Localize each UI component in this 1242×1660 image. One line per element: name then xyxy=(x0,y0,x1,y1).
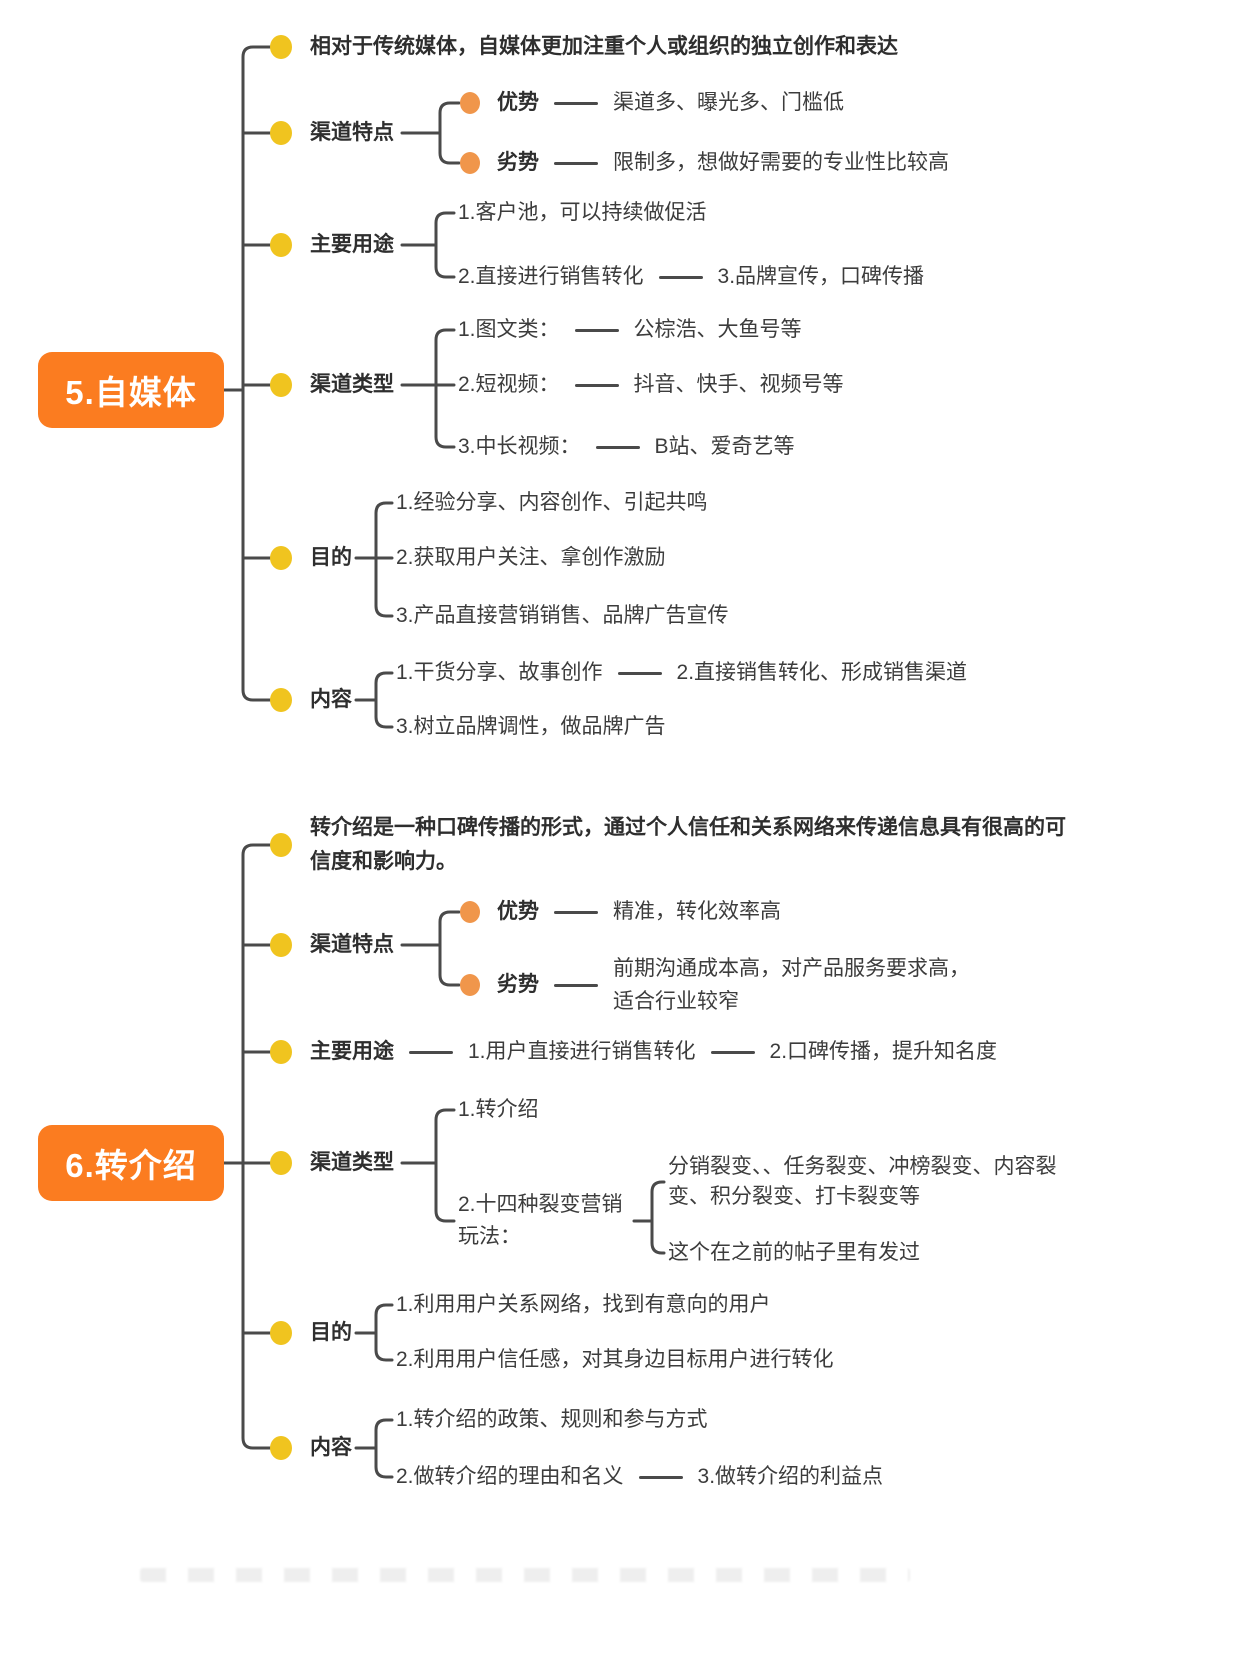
node-dot[interactable] xyxy=(460,974,480,996)
topic-main-use-1[interactable]: 1.客户池，可以持续做促活 xyxy=(458,201,707,224)
content-2: 2.做转介绍的理由和名义 xyxy=(396,1465,624,1488)
watermark xyxy=(140,1568,910,1582)
type3-value: B站、爱奇艺等 xyxy=(654,435,795,458)
type2-label: 2.短视频： xyxy=(458,373,560,396)
type1-label: 1.图文类： xyxy=(458,318,560,341)
topic-referral-type-1[interactable]: 1.转介绍 xyxy=(458,1098,539,1121)
topic-main-use-2[interactable]: 2.直接进行销售转化 3.品牌宣传，口碑传播 xyxy=(458,262,924,292)
node-dot[interactable] xyxy=(270,1151,292,1175)
node-dot[interactable] xyxy=(270,1321,292,1345)
branch-label-main-uses[interactable]: 主要用途 xyxy=(310,233,394,256)
dash-connector xyxy=(710,1050,755,1054)
type2-value: 抖音、快手、视频号等 xyxy=(633,373,844,396)
advantage-label: 优势 xyxy=(497,900,539,923)
main-use-2: 2.直接进行销售转化 xyxy=(458,265,644,288)
node-dot[interactable] xyxy=(270,373,292,397)
topic-content2-2[interactable]: 2.做转介绍的理由和名义 3.做转介绍的利益点 xyxy=(396,1462,883,1492)
topic-content-1[interactable]: 1.干货分享、故事创作 2.直接销售转化、形成销售渠道 xyxy=(396,658,967,688)
topic-channel-type-1[interactable]: 1.图文类： 公棕浩、大鱼号等 xyxy=(458,315,802,345)
topic-disadvantage-2[interactable]: 劣势 前期沟通成本高，对产品服务要求高，适合行业较窄 xyxy=(497,952,981,1018)
advantage-value: 渠道多、曝光多、门槛低 xyxy=(613,91,844,114)
topic-advantage-2[interactable]: 优势 精准，转化效率高 xyxy=(497,897,781,927)
dash-connector xyxy=(638,1475,683,1479)
topic-advantage[interactable]: 优势 渠道多、曝光多、门槛低 xyxy=(497,88,844,118)
topic-fission-list[interactable]: 分销裂变、、任务裂变、冲榜裂变、内容裂变、积分裂变、打卡裂变等 xyxy=(668,1155,1057,1208)
advantage-label: 优势 xyxy=(497,91,539,114)
type1-value: 公棕浩、大鱼号等 xyxy=(633,318,802,341)
dash-connector xyxy=(617,671,662,675)
dash-connector xyxy=(554,101,598,105)
branch-label-main-uses-2: 主要用途 xyxy=(310,1040,394,1063)
topic-content-3[interactable]: 3.树立品牌调性，做品牌广告 xyxy=(396,715,666,738)
advantage-value: 精准，转化效率高 xyxy=(613,900,781,923)
dash-connector xyxy=(554,161,598,165)
root-node-self-media[interactable]: 5.自媒体 xyxy=(38,352,224,428)
branch-label-content[interactable]: 内容 xyxy=(310,688,352,711)
node-dot[interactable] xyxy=(460,92,480,114)
topic-purpose2-2[interactable]: 2.利用用户信任感，对其身边目标用户进行转化 xyxy=(396,1348,834,1371)
topic-fission-marketing[interactable]: 2.十四种裂变营销玩法： xyxy=(458,1193,623,1248)
topic-referral-description[interactable]: 转介绍是一种口碑传播的形式，通过个人信任和关系网络来传递信息具有很高的可信度和影… xyxy=(310,816,1066,873)
content-3: 3.做转介绍的利益点 xyxy=(697,1465,884,1488)
node-dot[interactable] xyxy=(270,688,292,712)
main-use-1: 1.用户直接进行销售转化 xyxy=(468,1040,696,1063)
node-dot[interactable] xyxy=(270,546,292,570)
node-dot[interactable] xyxy=(270,833,292,857)
disadvantage-value: 前期沟通成本高，对产品服务要求高，适合行业较窄 xyxy=(613,957,970,1013)
topic-main-uses-2[interactable]: 主要用途 1.用户直接进行销售转化 2.口碑传播，提升知名度 xyxy=(310,1037,997,1067)
branch-label-channel-types[interactable]: 渠道类型 xyxy=(310,373,394,396)
dash-connector xyxy=(554,910,598,914)
topic-disadvantage[interactable]: 劣势 限制多，想做好需要的专业性比较高 xyxy=(497,148,949,178)
disadvantage-label: 劣势 xyxy=(497,973,539,996)
main-use-2: 2.口碑传播，提升知名度 xyxy=(769,1040,998,1063)
dash-connector xyxy=(574,328,619,332)
dash-connector xyxy=(595,445,640,449)
topic-purpose-2[interactable]: 2.获取用户关注、拿创作激励 xyxy=(396,546,666,569)
branch-label-channel-features-2[interactable]: 渠道特点 xyxy=(310,933,394,956)
dash-connector xyxy=(574,383,619,387)
branch-label-content-2[interactable]: 内容 xyxy=(310,1436,352,1459)
content-1: 1.干货分享、故事创作 xyxy=(396,661,603,684)
topic-channel-type-3[interactable]: 3.中长视频： B站、爱奇艺等 xyxy=(458,432,795,462)
branch-label-channel-features[interactable]: 渠道特点 xyxy=(310,121,394,144)
node-dot[interactable] xyxy=(270,121,292,145)
branch-label-purpose-2[interactable]: 目的 xyxy=(310,1321,352,1344)
node-dot[interactable] xyxy=(460,152,480,174)
node-dot[interactable] xyxy=(270,933,292,957)
topic-purpose-3[interactable]: 3.产品直接营销销售、品牌广告宣传 xyxy=(396,604,729,627)
node-dot[interactable] xyxy=(270,233,292,257)
topic-purpose2-1[interactable]: 1.利用用户关系网络，找到有意向的用户 xyxy=(396,1293,771,1316)
node-dot[interactable] xyxy=(270,35,292,59)
dash-connector xyxy=(658,275,703,279)
branch-label-channel-types-2[interactable]: 渠道类型 xyxy=(310,1151,394,1174)
node-dot[interactable] xyxy=(270,1436,292,1460)
topic-purpose-1[interactable]: 1.经验分享、内容创作、引起共鸣 xyxy=(396,491,708,514)
topic-content2-1[interactable]: 1.转介绍的政策、规则和参与方式 xyxy=(396,1408,708,1431)
node-dot[interactable] xyxy=(270,1040,292,1064)
topic-channel-type-2[interactable]: 2.短视频： 抖音、快手、视频号等 xyxy=(458,370,844,400)
topic-self-media-description[interactable]: 相对于传统媒体，自媒体更加注重个人或组织的独立创作和表达 xyxy=(310,35,898,58)
main-use-3: 3.品牌宣传，口碑传播 xyxy=(717,265,925,288)
disadvantage-label: 劣势 xyxy=(497,151,539,174)
node-dot[interactable] xyxy=(460,901,480,923)
disadvantage-value: 限制多，想做好需要的专业性比较高 xyxy=(613,151,949,174)
content-2: 2.直接销售转化、形成销售渠道 xyxy=(676,661,968,684)
root-node-referral[interactable]: 6.转介绍 xyxy=(38,1125,224,1201)
dash-connector xyxy=(554,983,598,987)
type3-label: 3.中长视频： xyxy=(458,435,581,458)
branch-label-purpose[interactable]: 目的 xyxy=(310,546,352,569)
topic-fission-note[interactable]: 这个在之前的帖子里有发过 xyxy=(668,1241,920,1264)
dash-connector xyxy=(409,1050,453,1054)
